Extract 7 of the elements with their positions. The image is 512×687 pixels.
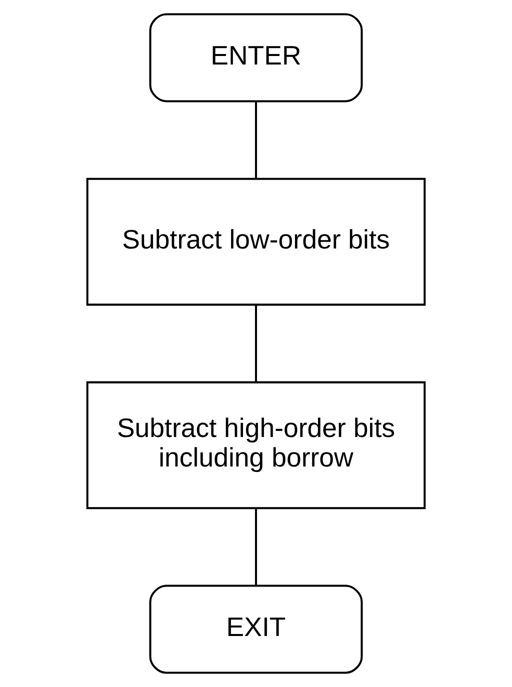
connector <box>255 305 257 382</box>
node-box: Subtract high-order bits including borrow <box>86 381 426 510</box>
connector <box>255 508 257 586</box>
node-box: Subtract low-order bits <box>86 178 426 306</box>
node-box: EXIT <box>149 584 363 674</box>
node-box: ENTER <box>149 13 363 102</box>
connector <box>255 102 257 179</box>
